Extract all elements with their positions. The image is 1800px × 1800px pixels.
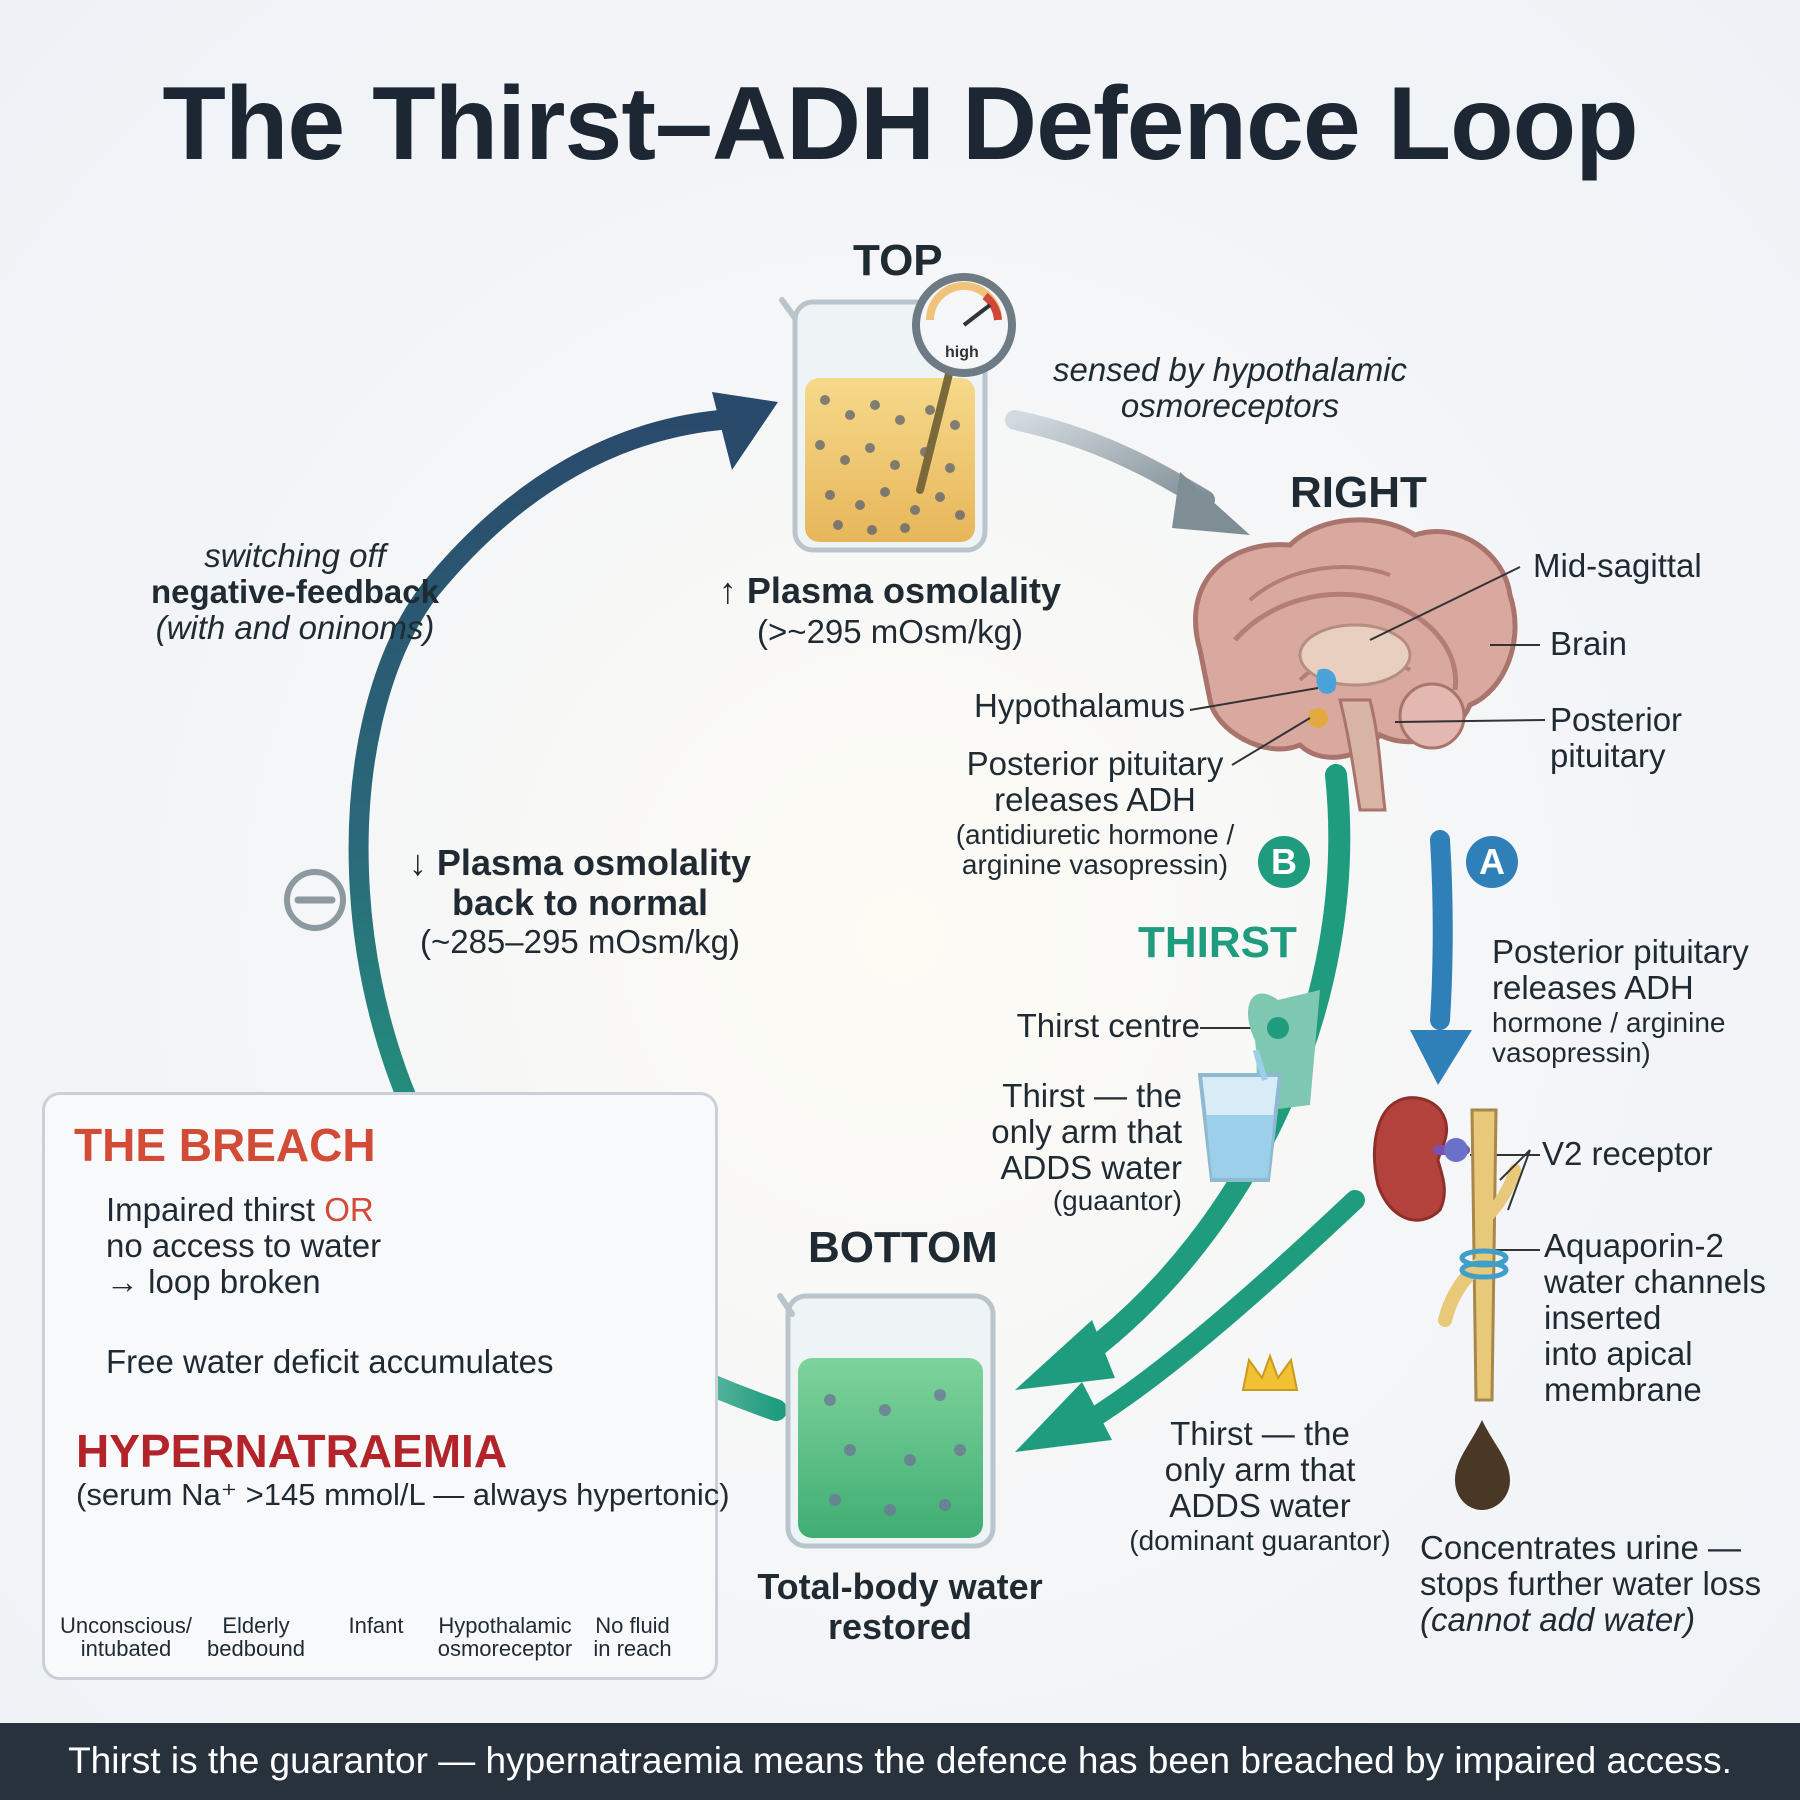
releases-line2: releases ADH: [994, 781, 1196, 818]
aqp-line4: into apical: [1544, 1335, 1693, 1372]
group-caption-no-fluid: No fluid in reach: [580, 1614, 685, 1660]
group-caption-line: Infant: [348, 1613, 404, 1638]
group-caption-line: intubated: [80, 1636, 172, 1662]
group-caption-line: No fluid: [595, 1613, 670, 1638]
breach-or: OR: [324, 1191, 374, 1228]
urine-line3: (cannot add water): [1420, 1601, 1696, 1638]
adh-line1: Posterior pituitary: [1492, 933, 1749, 970]
dominant-4: (dominant guarantor): [1129, 1525, 1391, 1556]
thirst-arm-arrowhead: [1015, 1320, 1115, 1390]
group-caption-infant: Infant: [326, 1614, 426, 1637]
bottom-label-2: restored: [827, 1606, 973, 1647]
releases-line1: Posterior pituitary: [966, 745, 1224, 782]
releases-line4: arginine vasopressin): [961, 849, 1229, 880]
top-to-right-arrow: [1005, 410, 1215, 510]
aqp-line1: Aquaporin-2: [1544, 1227, 1724, 1264]
breach-line1-text: Impaired thirst: [106, 1191, 325, 1228]
group-caption-line: Unconscious/: [59, 1613, 193, 1638]
adh-line2: releases ADH: [1492, 969, 1694, 1006]
breach-deficit: Free water deficit accumulates: [106, 1343, 554, 1380]
thirst-only-4: (guaantor): [1052, 1185, 1182, 1216]
releases-line3: (antidiuretic hormone /: [955, 819, 1235, 850]
group-caption-line: Elderly: [222, 1613, 290, 1638]
dominant-3: ADDS water: [1169, 1487, 1351, 1524]
label-brain: Brain: [1550, 625, 1628, 662]
left-label-3: (~285–295 mOsm/kg): [419, 923, 741, 960]
group-caption-unconscious: Unconscious/ intubated: [56, 1614, 196, 1660]
aqp-line2: water channels: [1544, 1263, 1766, 1300]
adh-arm-arrow: [1430, 830, 1453, 1030]
brain-icon: [1193, 517, 1518, 812]
aqp-line5: membrane: [1544, 1371, 1702, 1408]
breach-title: THE BREACH: [74, 1119, 376, 1171]
left-return-arrowhead: [712, 392, 778, 470]
label-posterior-1: Posterior: [1550, 701, 1683, 738]
top-heading: TOP: [853, 236, 943, 285]
crown-icon: [1241, 1353, 1299, 1391]
switch-line2: negative-feedback: [151, 573, 439, 610]
urine-line1: Concentrates urine —: [1420, 1529, 1741, 1566]
dominant-2: only arm that: [1164, 1451, 1356, 1488]
footer-text: Thirst is the guarantor — hypernatraemia…: [68, 1740, 1732, 1781]
switch-line3: (with and oninoms): [155, 609, 435, 646]
group-caption-line: Hypothalamic: [438, 1613, 572, 1638]
arm-a-badge: A: [1466, 836, 1518, 888]
kidney-to-bottom-arrowhead: [1015, 1382, 1112, 1452]
top-label: ↑ Plasma osmolality: [718, 570, 1062, 611]
bottom-heading: BOTTOM: [808, 1223, 998, 1272]
dominant-1: Thirst — the: [1170, 1415, 1350, 1452]
page-title: The Thirst–ADH Defence Loop: [162, 66, 1638, 182]
hypernatraemia-sub: (serum Na⁺ >145 mmol/L — always hyperton…: [76, 1477, 730, 1512]
label-mid-sagittal: Mid-sagittal: [1533, 547, 1702, 584]
group-caption-line: osmoreceptor: [437, 1636, 573, 1662]
adh-line4: vasopressin): [1492, 1037, 1651, 1068]
thirst-only-3: ADDS water: [1000, 1149, 1182, 1186]
group-caption-hypothalamic: Hypothalamic osmoreceptor: [430, 1614, 580, 1660]
label-hypothalamus: Hypothalamus: [974, 687, 1185, 724]
group-caption-line: in reach: [593, 1636, 672, 1662]
thirst-centre-label: Thirst centre: [1016, 1007, 1200, 1044]
left-label-1: ↓ Plasma osmolality: [408, 842, 752, 883]
breach-panel: [42, 1092, 718, 1680]
v2-receptor-label: V2 receptor: [1542, 1135, 1713, 1172]
group-caption-elderly: Elderly bedbound: [196, 1614, 316, 1660]
group-caption-line: bedbound: [207, 1636, 305, 1662]
bottom-label-1: Total-body water: [757, 1566, 1043, 1607]
hypernatraemia-title: HYPERNATRAEMIA: [76, 1425, 508, 1477]
thirst-only-2: only arm that: [991, 1113, 1182, 1150]
breach-line3: → loop broken: [106, 1263, 321, 1300]
footer-bar: [0, 1723, 1800, 1800]
gauge-label: high: [945, 344, 979, 361]
urine-drop-icon: [1455, 1420, 1510, 1510]
label-posterior-2: pituitary: [1550, 737, 1666, 774]
arm-b-badge: B: [1258, 836, 1310, 888]
breach-line1: Impaired thirst OR: [106, 1192, 374, 1228]
top-sublabel: (>~295 mOsm/kg): [757, 613, 1023, 650]
collecting-duct-icon: [1438, 1108, 1531, 1402]
body-water-beaker-icon: [777, 1293, 996, 1549]
switch-line1: switching off: [204, 537, 386, 574]
top-to-right-arrowhead: [1172, 472, 1250, 535]
left-return-arc: [348, 410, 730, 1210]
sensed-line1: sensed by hypothalamic: [1052, 351, 1408, 388]
breach-line2: no access to water: [106, 1227, 382, 1264]
adh-line3: hormone / arginine: [1492, 1007, 1726, 1038]
adh-arm-arrowhead: [1410, 1030, 1472, 1085]
left-label-2: back to normal: [451, 882, 709, 923]
thirst-heading: THIRST: [1138, 918, 1297, 967]
sensed-line2: osmoreceptors: [1120, 387, 1340, 424]
right-heading: RIGHT: [1290, 468, 1427, 517]
osmolality-gauge-icon: [912, 273, 1016, 494]
urine-line2: stops further water loss: [1420, 1565, 1762, 1602]
aqp-line3: inserted: [1544, 1299, 1662, 1336]
water-glass-icon: [1197, 1049, 1283, 1182]
thirst-only-1: Thirst — the: [1002, 1077, 1182, 1114]
minus-icon: [284, 869, 346, 931]
kidney-to-bottom-arrow: [1080, 1190, 1365, 1430]
